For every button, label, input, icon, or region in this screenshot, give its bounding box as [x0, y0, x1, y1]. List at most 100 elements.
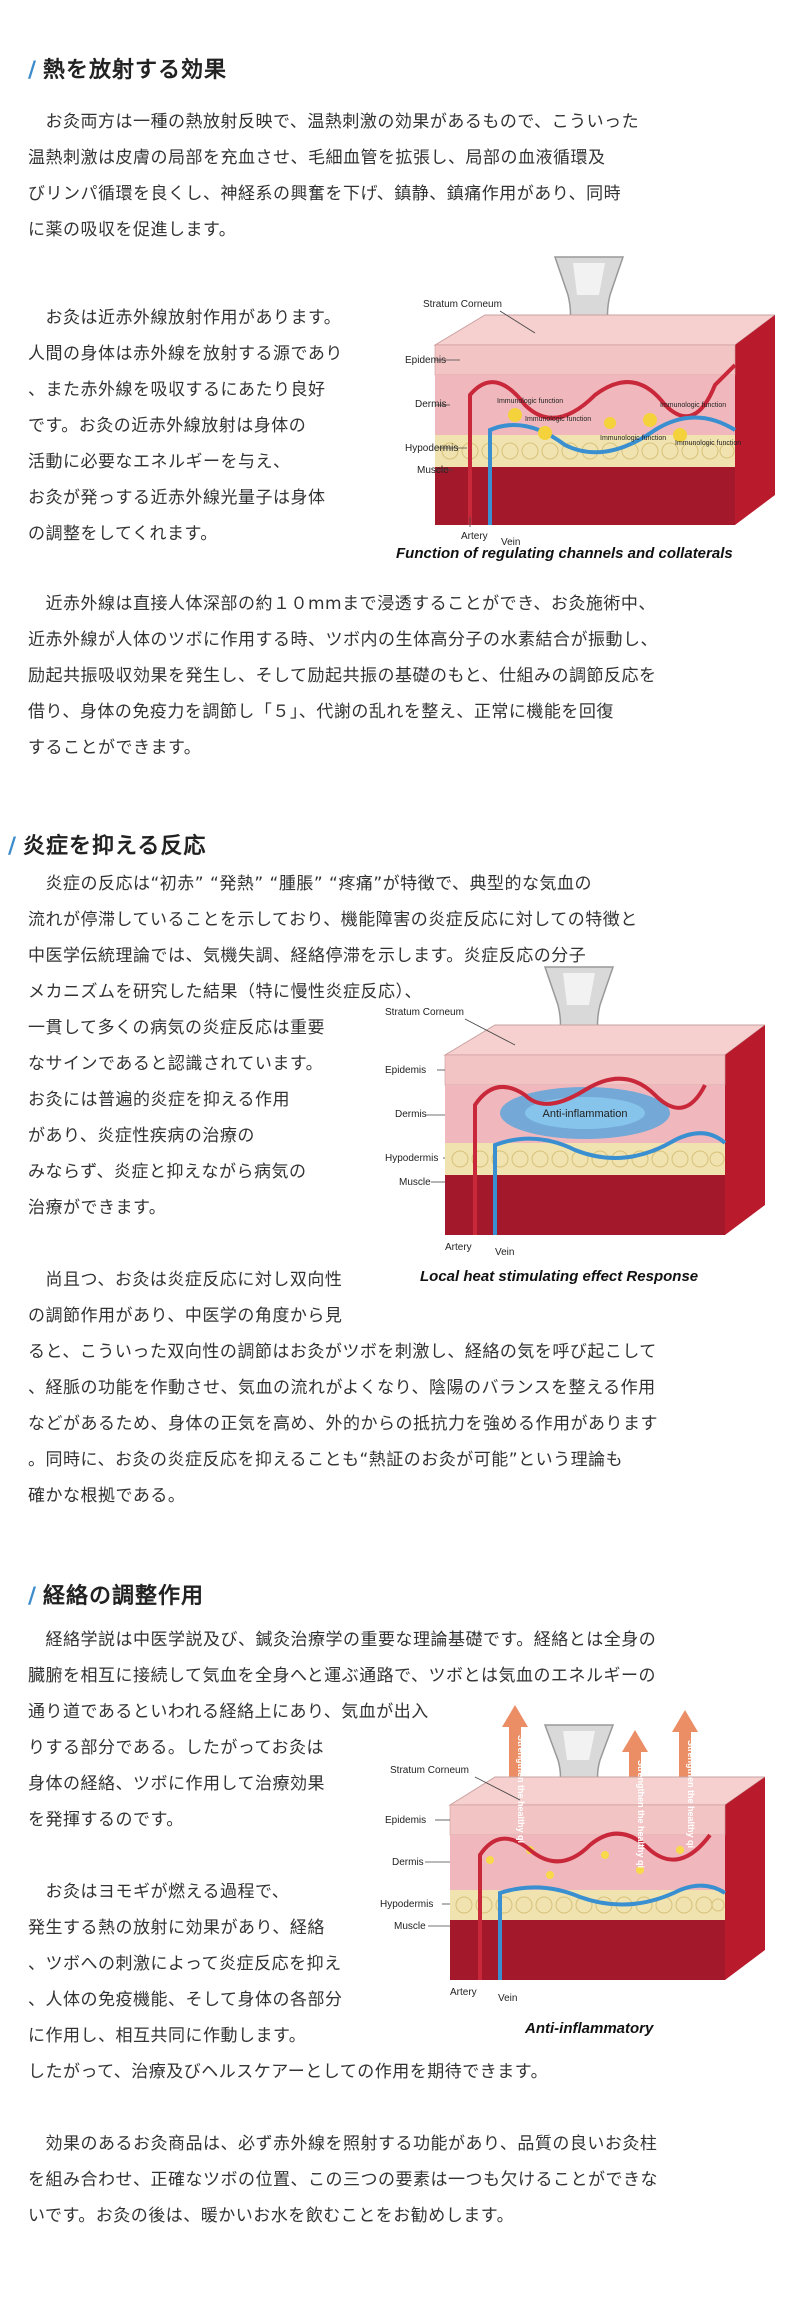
fat-cells — [451, 1150, 725, 1168]
fat-cells — [455, 1896, 725, 1914]
section-3-heading: /経絡の調整作用 — [28, 1578, 204, 1610]
text-line: することができます。 — [28, 738, 202, 758]
label-artery: Artery — [445, 1242, 472, 1253]
section-1-outro: 近赤外線は直接人体深部の約１０mmまで浸透することができ、お灸施術中、 近赤外線… — [28, 586, 658, 766]
text-line: メカニズムを研究した結果（特に慢性炎症反応）、 — [28, 982, 422, 1002]
text-line: 尚且つ、お灸は炎症反応に対し双向性 — [28, 1270, 343, 1290]
text-line: 近赤外線は直接人体深部の約１０mmまで浸透することができ、お灸施術中、 — [28, 594, 656, 614]
text-line: 近赤外線が人体のツボに作用する時、ツボ内の生体高分子の水素結合が振動し、 — [28, 630, 658, 650]
label-epidemis: Epidemis — [385, 1065, 426, 1076]
text-line: 人間の身体は赤外線を放射する源であり — [28, 344, 343, 364]
text-line: 炎症の反応は“初赤” “発熱” “腫脹” “疼痛”が特徴で、典型的な気血の — [28, 874, 592, 894]
inner-label: Immunologic function — [525, 416, 591, 423]
text-line: 。同時に、お灸の炎症反応を抑えることも“熱証のお灸が可能”という理論も — [28, 1450, 624, 1470]
section-1-heading: /熱を放射する効果 — [28, 52, 227, 84]
text-line: 温熱刺激は皮膚の局部を充血させ、毛細血管を拡張し、局部の血液循環及 — [28, 148, 606, 168]
label-hypodermis: Hypodermis — [380, 1899, 433, 1910]
label-epidemis: Epidemis — [385, 1815, 426, 1826]
section-2-title: 炎症を抑える反応 — [23, 834, 207, 859]
figure-strengthen-qi: Strengthen the healthy qi Strengthen the… — [380, 1705, 765, 2004]
section-1-side-text: お灸は近赤外線放射作用があります。 人間の身体は赤外線を放射する源であり 、また… — [28, 300, 343, 552]
text-line: お灸が発っする近赤外線光量子は身体 — [28, 488, 326, 508]
text-line: に作用し、相互共同に作動します。 — [28, 2026, 307, 2046]
text-line: お灸はヨモギが燃える過程で、 — [28, 1882, 290, 1902]
text-line: 確かな根拠である。 — [28, 1486, 186, 1506]
text-line: 、人体の免疫機能、そして身体の各部分 — [28, 1990, 343, 2010]
vein-vessel — [498, 1883, 727, 1980]
text-line: 、ツボへの刺激によって炎症反応を抑え — [28, 1954, 342, 1974]
text-line — [28, 1838, 343, 1874]
figure-skin-immunologic: Immunologic function Immunologic functio… — [405, 256, 775, 545]
text-line: びリンパ循環を良くし、神経系の興奮を下げ、鎮静、鎮痛作用があり、同時 — [28, 184, 622, 204]
text-line: 治療ができます。 — [28, 1198, 167, 1218]
label-vein: Vein — [501, 537, 520, 545]
inner-label-anti-inflammation: Anti-inflammation — [543, 1108, 628, 1120]
text-line: の調整をしてくれます。 — [28, 524, 218, 544]
text-line: なサインであると認識されています。 — [28, 1054, 324, 1074]
immunologic-markers — [508, 408, 687, 442]
text-line: 活動に必要なエネルギーを与え、 — [28, 452, 291, 472]
vein-vessel — [493, 1131, 727, 1235]
figure-1-caption: Function of regulating channels and coll… — [396, 545, 733, 562]
inner-label: Immunologic function — [497, 398, 563, 405]
section-1-title: 熱を放射する効果 — [43, 58, 228, 83]
text-line: 一貫して多くの病気の炎症反応は重要 — [28, 1018, 325, 1038]
text-line: みならず、炎症と抑えながら病気の — [28, 1162, 307, 1182]
text-line: したがって、治療及びヘルスケアーとしての作用を期待できます。 — [28, 2062, 549, 2082]
heading-slash-icon: / — [8, 834, 18, 859]
text-line: などがあるため、身体の正気を高め、外的からの抵抗力を強める作用があります — [28, 1414, 658, 1434]
figure-3-caption: Anti-inflammatory — [525, 2020, 654, 2037]
text-line: お灸両方は一種の熱放射反映で、温熱刺激の効果があるもので、こういった — [28, 112, 640, 132]
text-line: に薬の吸収を促進します。 — [28, 220, 237, 240]
label-dermis: Dermis — [415, 399, 447, 410]
artery-vessel — [478, 1831, 712, 1980]
text-line: 励起共振吸収効果を発生し、そして励起共振の基礎のもと、仕組みの調節反応を — [28, 666, 657, 686]
text-line: ると、こういった双向性の調節はお灸がツボを刺激し、経絡の気を呼び起こして — [28, 1342, 657, 1362]
inner-label: Immunologic function — [660, 402, 726, 409]
artery-vessel — [473, 1076, 707, 1235]
text-line: 通り道であるといわれる経絡上にあり、気血が出入 — [28, 1702, 429, 1722]
label-muscle: Muscle — [399, 1177, 431, 1188]
label-artery: Artery — [461, 531, 488, 542]
arrow-label: Strengthen the healthy qi — [686, 1740, 696, 1848]
text-line: 中医学伝統理論では、気機失調、経絡停滞を示します。炎症反応の分子 — [28, 946, 587, 966]
label-epidemis: Epidemis — [405, 355, 446, 366]
figure-2-caption: Local heat stimulating effect Response — [420, 1268, 699, 1285]
arrow-label: Strengthen the healthy qi — [516, 1735, 526, 1843]
inner-label: Immunologic function — [600, 435, 666, 442]
label-stratum-corneum: Stratum Corneum — [390, 1765, 469, 1776]
label-dermis: Dermis — [395, 1109, 427, 1120]
heading-slash-icon: / — [28, 1584, 38, 1609]
section-2-intro: 炎症の反応は“初赤” “発熱” “腫脹” “疼痛”が特徴で、典型的な気血の 流れ… — [28, 866, 638, 1010]
text-line: 借り、身体の免疫力を調節し「５」、代謝の乱れを整え、正常に機能を回復 — [28, 702, 614, 722]
text-line: 発生する熱の放射に効果があり、経絡 — [28, 1918, 325, 1938]
arrow-label: Strengthen the healthy qi — [636, 1760, 646, 1868]
label-stratum-corneum: Stratum Corneum — [423, 299, 502, 310]
text-line: 流れが停滞していることを示しており、機能障害の炎症反応に対しての特徴と — [28, 910, 638, 930]
text-line: 、また赤外線を吸収するにあたり良好 — [28, 380, 326, 400]
text-line: いです。お灸の後は、暖かいお水を飲むことをお勧めします。 — [28, 2206, 515, 2226]
heading-slash-icon: / — [28, 58, 38, 83]
label-hypodermis: Hypodermis — [405, 443, 458, 454]
section-2-side-text: 一貫して多くの病気の炎症反応は重要 なサインであると認識されています。 お灸には… — [28, 1010, 342, 1334]
text-line: の調節作用があり、中医学の角度から見 — [28, 1306, 343, 1326]
text-line: を発揮するのです。 — [28, 1810, 184, 1830]
label-muscle: Muscle — [394, 1921, 426, 1932]
text-line: お灸は近赤外線放射作用があります。 — [28, 308, 342, 328]
section-2-outro: ると、こういった双向性の調節はお灸がツボを刺激し、経絡の気を呼び起こして 、経脈… — [28, 1334, 658, 1514]
label-artery: Artery — [450, 1987, 477, 1998]
label-stratum-corneum: Stratum Corneum — [385, 1007, 464, 1018]
section-3-outro: したがって、治療及びヘルスケアーとしての作用を期待できます。 効果のあるお灸商品… — [28, 2054, 658, 2234]
text-line: 効果のあるお灸商品は、必ず赤外線を照射する功能があり、品質の良いお灸柱 — [28, 2134, 658, 2154]
section-3-intro: 経絡学説は中医学説及び、鍼灸治療学の重要な理論基礎です。経絡とは全身の 臓腑を相… — [28, 1622, 656, 1730]
text-line — [28, 2090, 658, 2126]
text-line: お灸には普遍的炎症を抑える作用 — [28, 1090, 290, 1110]
text-line: を組み合わせ、正確なツボの位置、この三つの要素は一つも欠けることができな — [28, 2170, 658, 2190]
label-muscle: Muscle — [417, 465, 449, 476]
text-line — [28, 1226, 342, 1262]
vein-vessel — [488, 415, 737, 525]
text-line: 経絡学説は中医学説及び、鍼灸治療学の重要な理論基礎です。経絡とは全身の — [28, 1630, 657, 1650]
text-line: 身体の経絡、ツボに作用して治療効果 — [28, 1774, 325, 1794]
section-3-title: 経絡の調整作用 — [43, 1584, 205, 1609]
label-dermis: Dermis — [392, 1857, 424, 1868]
